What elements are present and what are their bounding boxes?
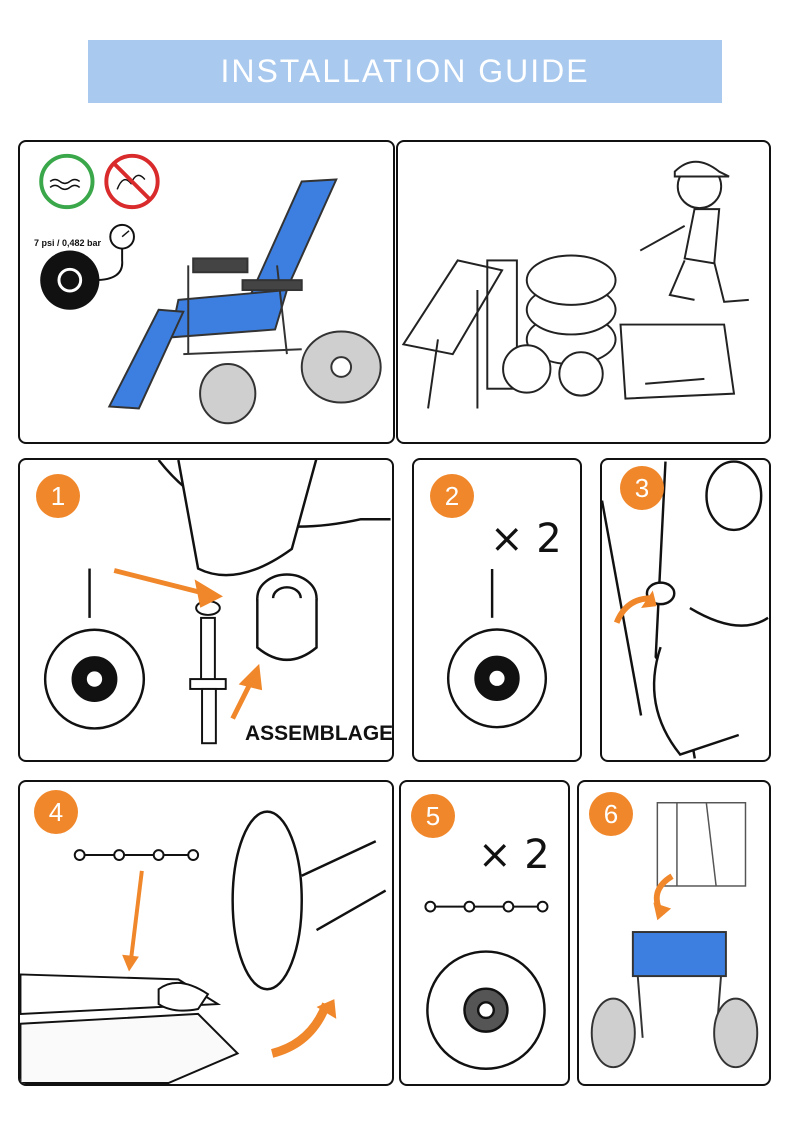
orange-arrows bbox=[122, 870, 337, 1058]
step-4-panel: 4 bbox=[18, 780, 394, 1086]
unfold-chair-illustration bbox=[590, 802, 759, 1069]
folded-chair-frame bbox=[401, 259, 518, 409]
step-number-badge: 5 bbox=[411, 794, 455, 838]
no-waves-icon bbox=[104, 153, 160, 210]
axle bbox=[424, 900, 549, 913]
step-3-panel: 3 bbox=[600, 458, 771, 762]
orange-arrows bbox=[113, 568, 263, 720]
kneeling-person bbox=[639, 160, 749, 303]
folded-chair bbox=[656, 802, 747, 887]
axle-wheel-illustration bbox=[424, 900, 549, 1070]
unboxing-illustration bbox=[401, 160, 749, 409]
pressure-label: 7 psi / 0,482 bar bbox=[34, 238, 102, 248]
assemblage-label: ASSEMBLAGE bbox=[245, 722, 394, 745]
step-2-panel: 2 × 2 bbox=[412, 458, 582, 762]
front-caster-wheel bbox=[43, 568, 146, 730]
rotate-arrow bbox=[613, 590, 657, 624]
stacked-wheels bbox=[502, 254, 617, 397]
fork-assembly-illustration bbox=[43, 460, 391, 745]
caster-wheel-illustration bbox=[446, 568, 548, 729]
rear-axle bbox=[73, 849, 200, 861]
step-number-badge: 2 bbox=[430, 474, 474, 518]
down-arrow bbox=[653, 873, 674, 921]
balloon-wheel-side bbox=[231, 810, 387, 991]
caster-wheel bbox=[446, 568, 548, 729]
calm-water-icon bbox=[39, 153, 95, 210]
title-banner: INSTALLATION GUIDE bbox=[88, 40, 722, 103]
seat-panel bbox=[619, 323, 736, 400]
unpacked-parts-panel bbox=[396, 140, 771, 444]
frame-mount bbox=[602, 460, 769, 759]
step-5-panel: 5 × 2 bbox=[399, 780, 570, 1086]
balloon-wheel bbox=[426, 950, 546, 1070]
unfolded-chair bbox=[590, 931, 759, 1069]
step-6-panel: 6 bbox=[577, 780, 771, 1086]
step-number-badge: 3 bbox=[620, 466, 664, 510]
step-number-badge: 4 bbox=[34, 790, 78, 834]
step-1-panel: 1 ASSEMBLAGE bbox=[18, 458, 394, 762]
mount-fork-illustration bbox=[602, 460, 769, 759]
step-number-badge: 6 bbox=[589, 792, 633, 836]
overview-panel: 7 psi / 0,482 bar bbox=[18, 140, 395, 444]
quantity-multiplier: × 2 bbox=[478, 832, 550, 878]
reclining-chair bbox=[107, 178, 338, 410]
page-title: INSTALLATION GUIDE bbox=[220, 53, 590, 89]
front-fork-mount bbox=[157, 460, 391, 661]
hand-inserting-axle bbox=[20, 973, 240, 1084]
quantity-multiplier: × 2 bbox=[490, 516, 562, 562]
threaded-axle bbox=[189, 600, 227, 745]
pressure-gauge-icon bbox=[40, 223, 135, 310]
step-number-badge: 1 bbox=[36, 474, 80, 518]
wheelchair-illustration bbox=[39, 153, 382, 425]
balloon-wheels bbox=[199, 330, 382, 425]
rear-axle-illustration bbox=[20, 810, 387, 1084]
